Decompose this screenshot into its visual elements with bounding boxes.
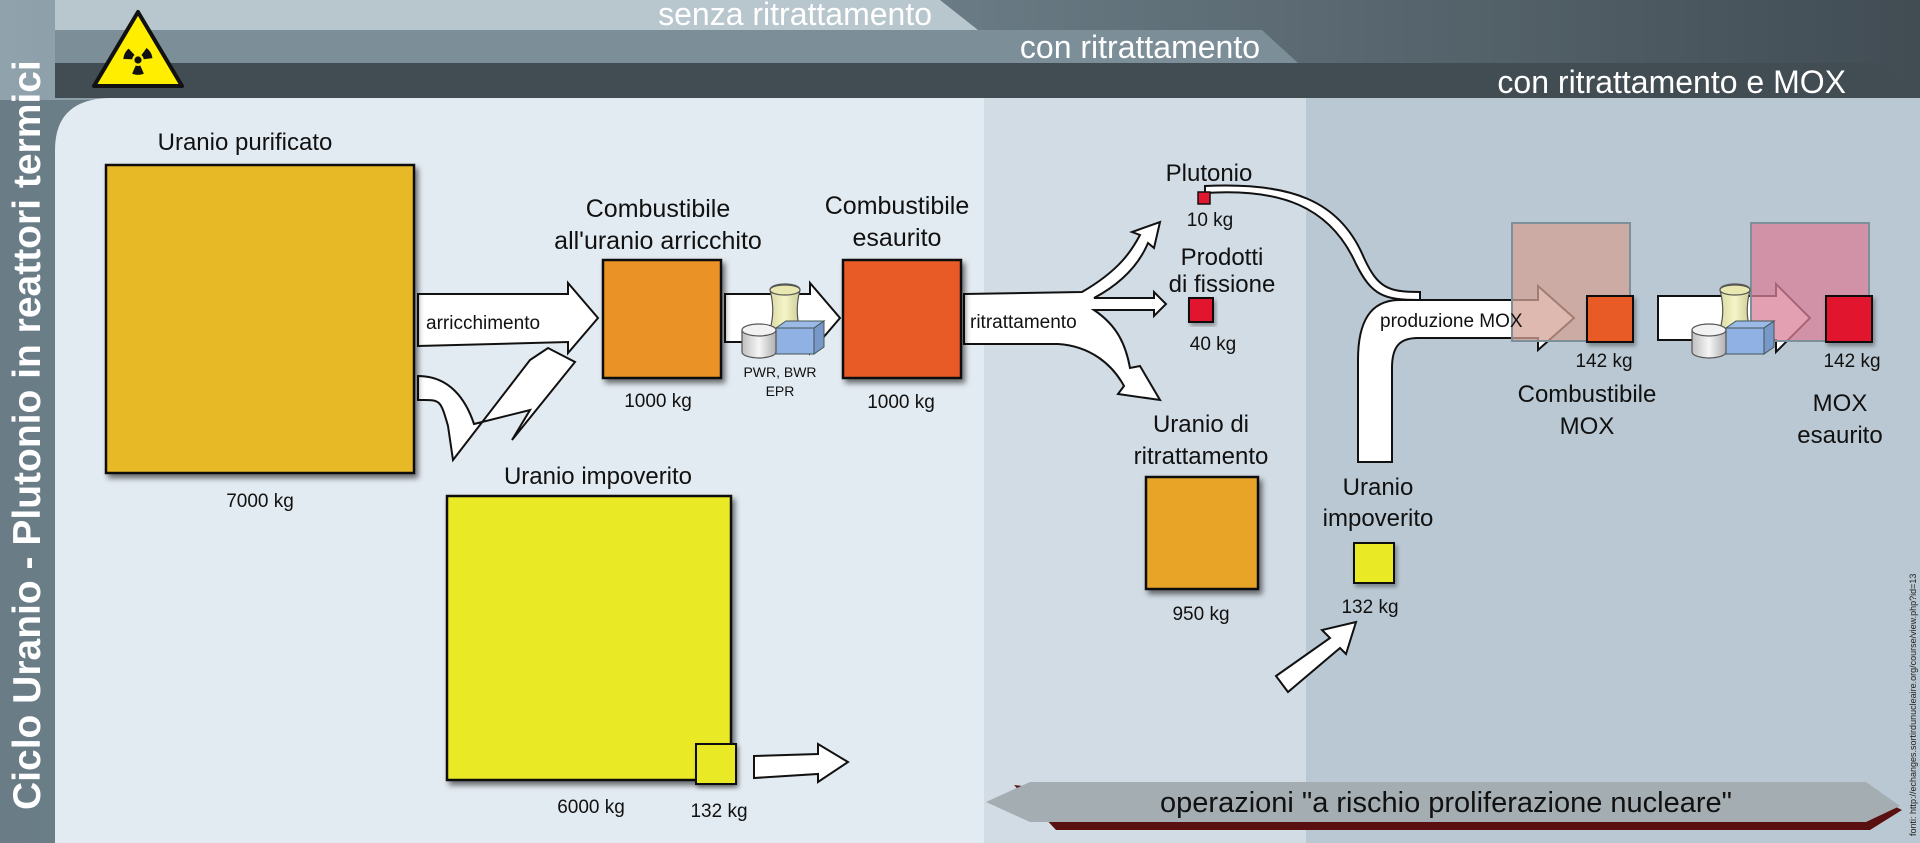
label-uranio-impoverito-2-2: impoverito xyxy=(1323,505,1434,532)
box-plutonio xyxy=(1197,191,1211,205)
tab-mox-label: con ritrattamento e MOX xyxy=(1497,64,1846,100)
mass-uranio-impoverito-2: 132 kg xyxy=(1341,597,1398,618)
mass-combustibile-mox: 142 kg xyxy=(1575,351,1632,372)
page-title: Ciclo Uranio - Plutonio in reattori term… xyxy=(6,60,49,810)
arrow-impoverito-out xyxy=(753,742,850,784)
arrow-impoverito-in xyxy=(1274,620,1358,694)
label-plutonio: Plutonio xyxy=(1166,160,1253,187)
radiation-hazard-icon xyxy=(92,10,184,88)
label-ritrattamento: ritrattamento xyxy=(970,312,1077,333)
label-uranio-purificato: Uranio purificato xyxy=(158,129,333,156)
banner-text: operazioni "a rischio proliferazione nuc… xyxy=(1160,787,1732,819)
mass-uranio-impoverito: 6000 kg xyxy=(557,797,625,818)
mass-uranio-ritrattamento: 950 kg xyxy=(1172,604,1229,625)
label-combustibile-esaurito-1: Combustibile xyxy=(825,192,970,220)
tab-con-ritrattamento xyxy=(55,30,1298,63)
label-reactor-2: EPR xyxy=(766,383,795,399)
box-combustibile-mox xyxy=(1586,295,1634,343)
box-uranio-impoverito-2 xyxy=(1353,542,1395,584)
label-mox-esaurito-2: esaurito xyxy=(1797,422,1882,449)
zone-con-ritrattamento xyxy=(984,98,1306,843)
mass-prodotti-fissione: 40 kg xyxy=(1190,334,1236,355)
tab-mox xyxy=(55,63,1918,98)
tab-senza-ritrattamento xyxy=(55,0,978,30)
label-arricchimento: arricchimento xyxy=(426,313,540,334)
label-produzione-mox: produzione MOX xyxy=(1380,311,1523,332)
arrow-arricchimento xyxy=(417,280,600,356)
box-uranio-purificato xyxy=(104,163,416,475)
source-note: fonti: http://echanges.sortirdunucleaire… xyxy=(1908,574,1918,836)
box-uranio-impoverito-small xyxy=(695,743,737,785)
mass-plutonio: 10 kg xyxy=(1187,210,1233,231)
box-combustibile-esaurito xyxy=(841,258,963,380)
mass-mox-esaurito: 142 kg xyxy=(1823,351,1880,372)
label-combustibile-mox-1: Combustibile xyxy=(1518,381,1657,408)
mass-uranio-purificato: 7000 kg xyxy=(226,491,294,512)
arrow-ritrattamento xyxy=(963,220,1168,402)
label-mox-esaurito-1: MOX xyxy=(1813,390,1868,417)
mass-uranio-impoverito-small: 132 kg xyxy=(690,801,747,822)
label-uranio-ritrattamento-1: Uranio di xyxy=(1153,411,1249,438)
label-uranio-ritrattamento-2: ritrattamento xyxy=(1134,443,1269,470)
label-combustibile-mox-2: MOX xyxy=(1560,413,1615,440)
box-prodotti-fissione xyxy=(1188,297,1214,323)
box-mox-esaurito xyxy=(1825,295,1873,343)
tab-con-label: con ritrattamento xyxy=(1020,29,1260,65)
box-uranio-impoverito xyxy=(445,494,733,782)
zone-mox xyxy=(1306,98,1920,843)
label-reactor-1: PWR, BWR xyxy=(743,364,816,380)
arrow-plutonio-mox xyxy=(1204,184,1421,302)
label-prodotti-fissione-1: Prodotti xyxy=(1181,244,1264,271)
label-combustibile-arricchito-1: Combustibile xyxy=(586,195,731,223)
box-uranio-ritrattamento xyxy=(1144,475,1260,591)
label-uranio-impoverito-2-1: Uranio xyxy=(1343,474,1414,501)
mass-combustibile-esaurito: 1000 kg xyxy=(867,392,935,413)
label-prodotti-fissione-2: di fissione xyxy=(1169,271,1276,298)
label-uranio-impoverito: Uranio impoverito xyxy=(504,463,692,490)
label-combustibile-esaurito-2: esaurito xyxy=(853,224,942,252)
arrow-branch-impoverito xyxy=(417,346,577,463)
label-combustibile-arricchito-2: all'uranio arricchito xyxy=(554,227,762,255)
tab-senza-label: senza ritrattamento xyxy=(658,0,932,32)
proliferation-banner: operazioni "a rischio proliferazione nuc… xyxy=(986,782,1902,830)
box-combustibile-arricchito xyxy=(601,258,723,380)
mass-combustibile-arricchito: 1000 kg xyxy=(624,391,692,412)
